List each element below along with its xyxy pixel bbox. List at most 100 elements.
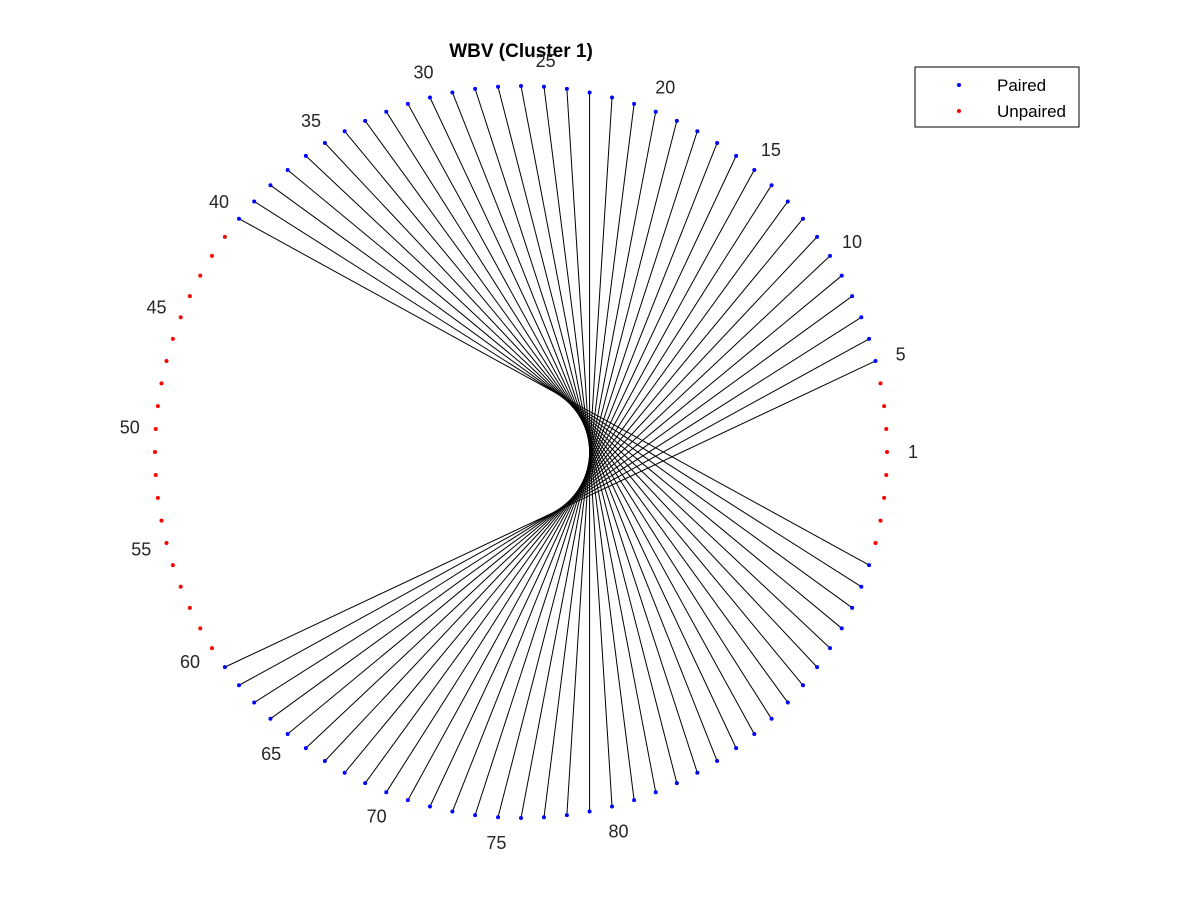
paired-dot-19 xyxy=(674,118,679,123)
figure-title: WBV (Cluster 1) xyxy=(449,41,593,62)
position-label-65: 65 xyxy=(261,744,281,764)
paired-dot-11 xyxy=(815,234,820,239)
paired-dot-65 xyxy=(285,732,290,737)
paired-dot-70 xyxy=(384,790,389,795)
paired-dot-68 xyxy=(342,770,347,775)
paired-dot-96 xyxy=(867,563,872,568)
paired-dot-6 xyxy=(867,336,872,341)
position-label-30: 30 xyxy=(413,62,433,82)
unpaired-dot-60 xyxy=(209,646,214,651)
unpaired-dot-50 xyxy=(153,427,158,432)
unpaired-dot-41 xyxy=(222,234,227,239)
unpaired-dot-54 xyxy=(159,518,164,523)
paired-dot-21 xyxy=(632,101,637,106)
unpaired-dot-43 xyxy=(198,273,203,278)
paired-dot-80 xyxy=(610,804,615,809)
paired-dot-75 xyxy=(496,815,501,820)
paired-dot-71 xyxy=(405,798,410,803)
paired-dot-8 xyxy=(850,294,855,299)
paired-dot-33 xyxy=(363,118,368,123)
paired-dot-82 xyxy=(653,790,658,795)
paired-dot-92 xyxy=(828,646,833,651)
position-label-25: 25 xyxy=(536,51,556,71)
position-label-55: 55 xyxy=(131,539,151,559)
unpaired-dot-49 xyxy=(155,404,160,409)
paired-dot-16 xyxy=(734,153,739,158)
unpaired-dot-53 xyxy=(155,495,160,500)
paired-dot-18 xyxy=(695,129,700,134)
paired-dot-32 xyxy=(384,109,389,114)
paired-dot-86 xyxy=(734,746,739,751)
unpaired-dot-3 xyxy=(882,404,887,409)
paired-dot-66 xyxy=(303,746,308,751)
paired-dot-37 xyxy=(285,167,290,172)
paired-dot-84 xyxy=(695,770,700,775)
position-label-50: 50 xyxy=(120,417,140,437)
legend-box xyxy=(914,66,1080,128)
paired-dot-78 xyxy=(564,813,569,818)
paired-dot-9 xyxy=(839,273,844,278)
unpaired-dot-100 xyxy=(884,472,889,477)
paired-dot-7 xyxy=(859,315,864,320)
paired-dot-69 xyxy=(363,781,368,786)
paired-dot-72 xyxy=(427,804,432,809)
paired-dot-5 xyxy=(873,358,878,363)
paired-dot-28 xyxy=(473,86,478,91)
unpaired-dot-47 xyxy=(164,358,169,363)
position-label-80: 80 xyxy=(608,822,628,842)
paired-dot-10 xyxy=(828,253,833,258)
unpaired-dot-48 xyxy=(159,381,164,386)
unpaired-dot-46 xyxy=(170,336,175,341)
paired-dot-61 xyxy=(222,665,227,670)
paired-dot-34 xyxy=(342,129,347,134)
paired-dot-63 xyxy=(252,700,257,705)
paired-dot-88 xyxy=(769,716,774,721)
paired-dot-64 xyxy=(268,716,273,721)
unpaired-dot-99 xyxy=(882,495,887,500)
paired-dot-79 xyxy=(587,809,592,814)
paired-dot-25 xyxy=(541,84,546,89)
paired-dot-85 xyxy=(715,759,720,764)
paired-dot-40 xyxy=(236,216,241,221)
legend-unpaired-label: Unpaired xyxy=(997,102,1066,121)
legend-paired-marker xyxy=(957,83,961,87)
unpaired-dot-55 xyxy=(164,541,169,546)
paired-dot-23 xyxy=(587,90,592,95)
paired-dot-95 xyxy=(859,584,864,589)
paired-dot-27 xyxy=(496,84,501,89)
position-label-5: 5 xyxy=(896,345,906,365)
position-label-70: 70 xyxy=(367,806,387,826)
unpaired-dot-45 xyxy=(178,315,183,320)
unpaired-dot-44 xyxy=(187,294,192,299)
position-label-20: 20 xyxy=(655,78,675,98)
paired-dot-91 xyxy=(815,665,820,670)
paired-dot-24 xyxy=(564,86,569,91)
paired-dot-74 xyxy=(473,813,478,818)
position-label-15: 15 xyxy=(761,140,781,160)
unpaired-dot-98 xyxy=(878,518,883,523)
paired-dot-22 xyxy=(610,95,615,100)
paired-dot-29 xyxy=(450,90,455,95)
unpaired-dot-56 xyxy=(170,563,175,568)
position-label-60: 60 xyxy=(180,652,200,672)
paired-dot-15 xyxy=(752,167,757,172)
paired-dot-94 xyxy=(850,605,855,610)
pair-link-40-96 xyxy=(238,218,870,566)
paired-dot-38 xyxy=(268,183,273,188)
unpaired-dot-42 xyxy=(209,253,214,258)
unpaired-dot-97 xyxy=(873,541,878,546)
legend-unpaired-marker xyxy=(957,109,961,113)
unpaired-dot-51 xyxy=(153,450,157,454)
unpaired-dot-52 xyxy=(153,472,158,477)
unpaired-dot-58 xyxy=(187,605,192,610)
paired-dot-30 xyxy=(427,95,432,100)
paired-dot-36 xyxy=(303,153,308,158)
paired-dot-17 xyxy=(715,140,720,145)
position-dots xyxy=(153,84,889,820)
position-label-1: 1 xyxy=(908,442,918,462)
paired-dot-62 xyxy=(236,683,241,688)
paired-dot-81 xyxy=(632,798,637,803)
paired-dot-13 xyxy=(785,199,790,204)
